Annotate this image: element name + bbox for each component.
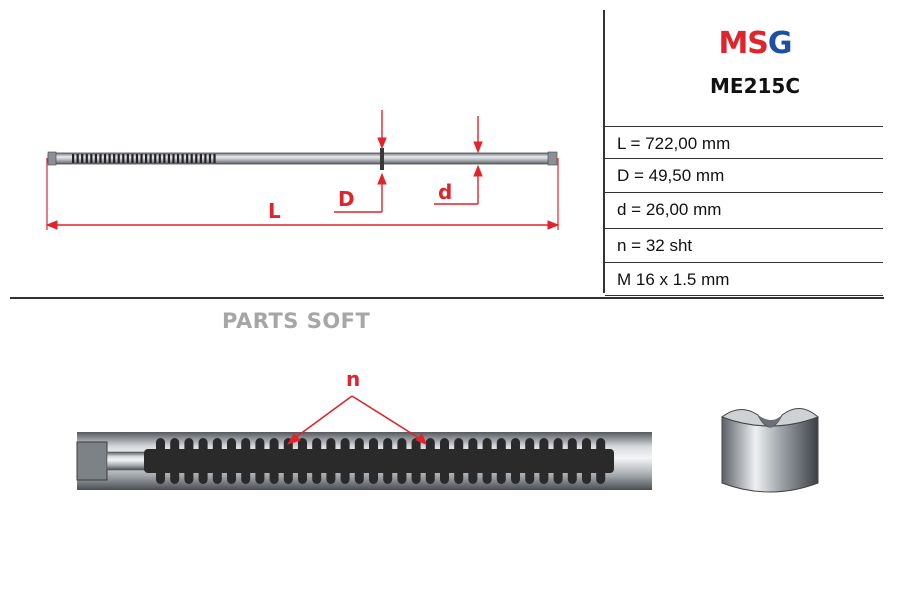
brand-logo: MSG — [690, 26, 820, 61]
rack-detail-tooth — [411, 438, 421, 484]
rack-detail-tooth — [397, 438, 407, 484]
spec-row-thread: M 16 x 1.5 mm — [605, 262, 883, 296]
rack-detail-tooth — [312, 438, 322, 484]
rack-detail-tooth — [369, 438, 378, 484]
label-L: L — [268, 199, 281, 223]
rack-tooth — [140, 154, 143, 163]
rack-tooth — [186, 154, 189, 163]
rack-detail-tooth — [567, 438, 577, 484]
spec-length: L = 722,00 mm — [617, 134, 731, 153]
rack-tooth — [163, 154, 166, 163]
rack-detail-tooth — [454, 438, 464, 484]
rack-detail-tooth — [170, 438, 180, 484]
rack-tooth — [126, 154, 129, 163]
rack-detail-tooth — [383, 438, 393, 484]
rack-bushing-image — [720, 408, 819, 493]
rack-tooth — [190, 154, 193, 163]
spec-teeth-count: n = 32 sht — [617, 236, 693, 255]
rack-detail-tooth — [525, 438, 535, 484]
rack-shaft — [47, 148, 558, 170]
rack-detail-tooth — [496, 438, 506, 484]
rack-tooth — [167, 154, 171, 163]
spec-row-length: L = 722,00 mm — [605, 126, 883, 159]
rack-tooth — [122, 154, 125, 163]
rack-tooth — [113, 154, 116, 163]
label-n: n — [346, 367, 360, 391]
spec-inner-diameter: d = 26,00 mm — [617, 200, 722, 219]
logo-text-right: G — [767, 26, 793, 61]
rack-tooth — [154, 154, 157, 163]
rack-tooth — [176, 154, 180, 163]
rack-tooth — [85, 154, 88, 163]
rack-detail-tooth — [184, 438, 194, 484]
rack-detail-tooth — [596, 438, 606, 484]
rack-detail-view: n — [76, 367, 652, 490]
rack-tooth — [94, 154, 98, 163]
rack-tooth — [135, 154, 139, 163]
rack-detail-tooth — [255, 438, 265, 484]
dimension-D — [334, 110, 387, 213]
spec-thread: M 16 x 1.5 mm — [617, 270, 730, 289]
vertical-divider — [603, 10, 605, 293]
rack-detail-tooth — [227, 438, 236, 484]
rack-detail-tooth — [283, 438, 293, 484]
part-code: ME215C — [710, 74, 800, 98]
rack-detail-tooth — [340, 438, 350, 484]
rack-detail-tooth — [582, 438, 591, 484]
rack-tooth — [76, 154, 79, 163]
rack-tooth — [81, 154, 84, 163]
rack-detail-tooth — [440, 438, 449, 484]
spec-row-inner-diameter: d = 26,00 mm — [605, 192, 883, 225]
logo-text-left: MS — [718, 26, 768, 61]
rack-detail-shaft — [76, 432, 652, 490]
dimension-L — [45, 158, 560, 230]
rack-collar — [380, 148, 384, 170]
rack-tooth — [158, 154, 161, 163]
rack-detail-tooth — [482, 438, 492, 484]
horizontal-divider — [10, 297, 884, 299]
rack-detail-tooth — [241, 438, 251, 484]
rack-tooth — [172, 154, 175, 163]
rack-detail-tooth — [298, 438, 307, 484]
rack-tooth — [145, 154, 148, 163]
spec-row-outer-diameter: D = 49,50 mm — [605, 158, 883, 191]
rack-teeth — [72, 154, 216, 163]
spec-row-teeth: n = 32 sht — [605, 228, 883, 261]
rack-tooth — [103, 154, 107, 163]
rack-detail-tooth — [539, 438, 549, 484]
rack-detail-tooth — [425, 438, 435, 484]
dimension-n — [286, 395, 427, 445]
label-D: D — [338, 187, 355, 211]
label-d: d — [438, 180, 452, 204]
rack-tooth — [149, 154, 152, 163]
rack-tooth — [199, 154, 202, 163]
rack-detail-teeth — [156, 438, 606, 484]
rack-tooth — [99, 154, 102, 163]
rack-tooth — [108, 154, 111, 163]
rack-detail-tooth — [511, 438, 520, 484]
watermark-text: PARTS SOFT — [222, 309, 371, 333]
dimension-d — [434, 116, 483, 205]
rack-detail-tooth — [156, 438, 165, 484]
rack-tooth — [117, 154, 120, 163]
rack-tooth — [208, 154, 212, 163]
rack-tooth — [131, 154, 134, 163]
rack-detail-tooth — [354, 438, 364, 484]
rack-detail-tooth — [198, 438, 208, 484]
rack-detail-tooth — [212, 438, 222, 484]
rack-dimension-drawing: L D d — [45, 110, 560, 230]
rack-tooth — [213, 154, 216, 163]
rack-detail-tooth — [468, 438, 478, 484]
rack-detail-tooth — [269, 438, 279, 484]
rack-tooth — [195, 154, 198, 163]
rack-tooth — [181, 154, 184, 163]
rack-tooth — [90, 154, 93, 163]
rack-tooth — [204, 154, 207, 163]
rack-tooth — [72, 154, 75, 163]
rack-detail-tooth — [326, 438, 336, 484]
rack-detail-tooth — [553, 438, 563, 484]
spec-outer-diameter: D = 49,50 mm — [617, 166, 725, 185]
